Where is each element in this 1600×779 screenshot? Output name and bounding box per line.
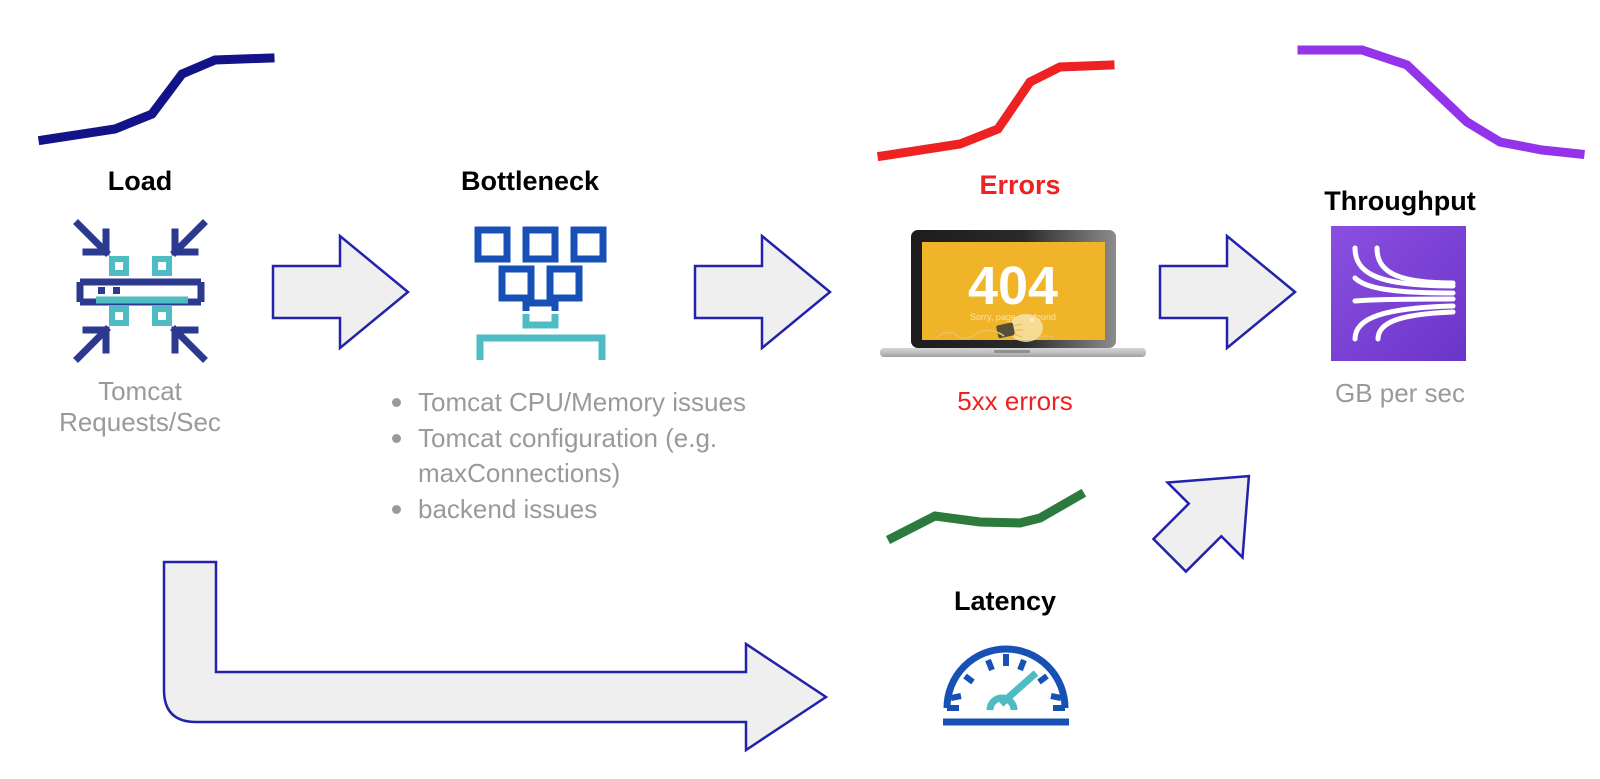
bottleneck-bullet-list: Tomcat CPU/Memory issues Tomcat configur… — [388, 385, 748, 528]
bottleneck-funnel-icon — [466, 224, 616, 364]
errors-sparkline — [872, 32, 1122, 167]
right-arrow-icon-3 — [1155, 232, 1300, 352]
diagonal-up-arrow-icon — [1145, 450, 1275, 580]
list-item: backend issues — [388, 492, 748, 527]
throughput-flow-icon — [1331, 226, 1466, 361]
errors-title: Errors — [979, 170, 1061, 200]
server-load-icon — [68, 216, 213, 366]
load-caption: Tomcat Requests/Sec — [59, 376, 221, 437]
load-title: Load — [107, 166, 173, 196]
throughput-sparkline — [1292, 32, 1585, 167]
list-item: Tomcat CPU/Memory issues — [388, 385, 748, 420]
elbow-arrow-icon — [150, 552, 840, 753]
list-item: Tomcat configuration (e.g. maxConnection… — [388, 421, 748, 491]
errors-caption: 5xx errors — [957, 386, 1073, 416]
speedometer-icon — [935, 632, 1077, 727]
error-code-text: 404 — [968, 256, 1058, 316]
throughput-caption: GB per sec — [1334, 378, 1466, 408]
latency-title: Latency — [953, 586, 1057, 616]
latency-sparkline — [880, 488, 1140, 580]
right-arrow-icon-2 — [690, 232, 835, 352]
bottleneck-title: Bottleneck — [460, 166, 600, 196]
throughput-title: Throughput — [1324, 186, 1476, 216]
right-arrow-icon-1 — [268, 232, 413, 352]
error-message-text: Sorry, page not found — [970, 312, 1056, 322]
load-sparkline — [30, 22, 280, 152]
laptop-404-icon: 404 Sorry, page not found — [866, 222, 1156, 362]
